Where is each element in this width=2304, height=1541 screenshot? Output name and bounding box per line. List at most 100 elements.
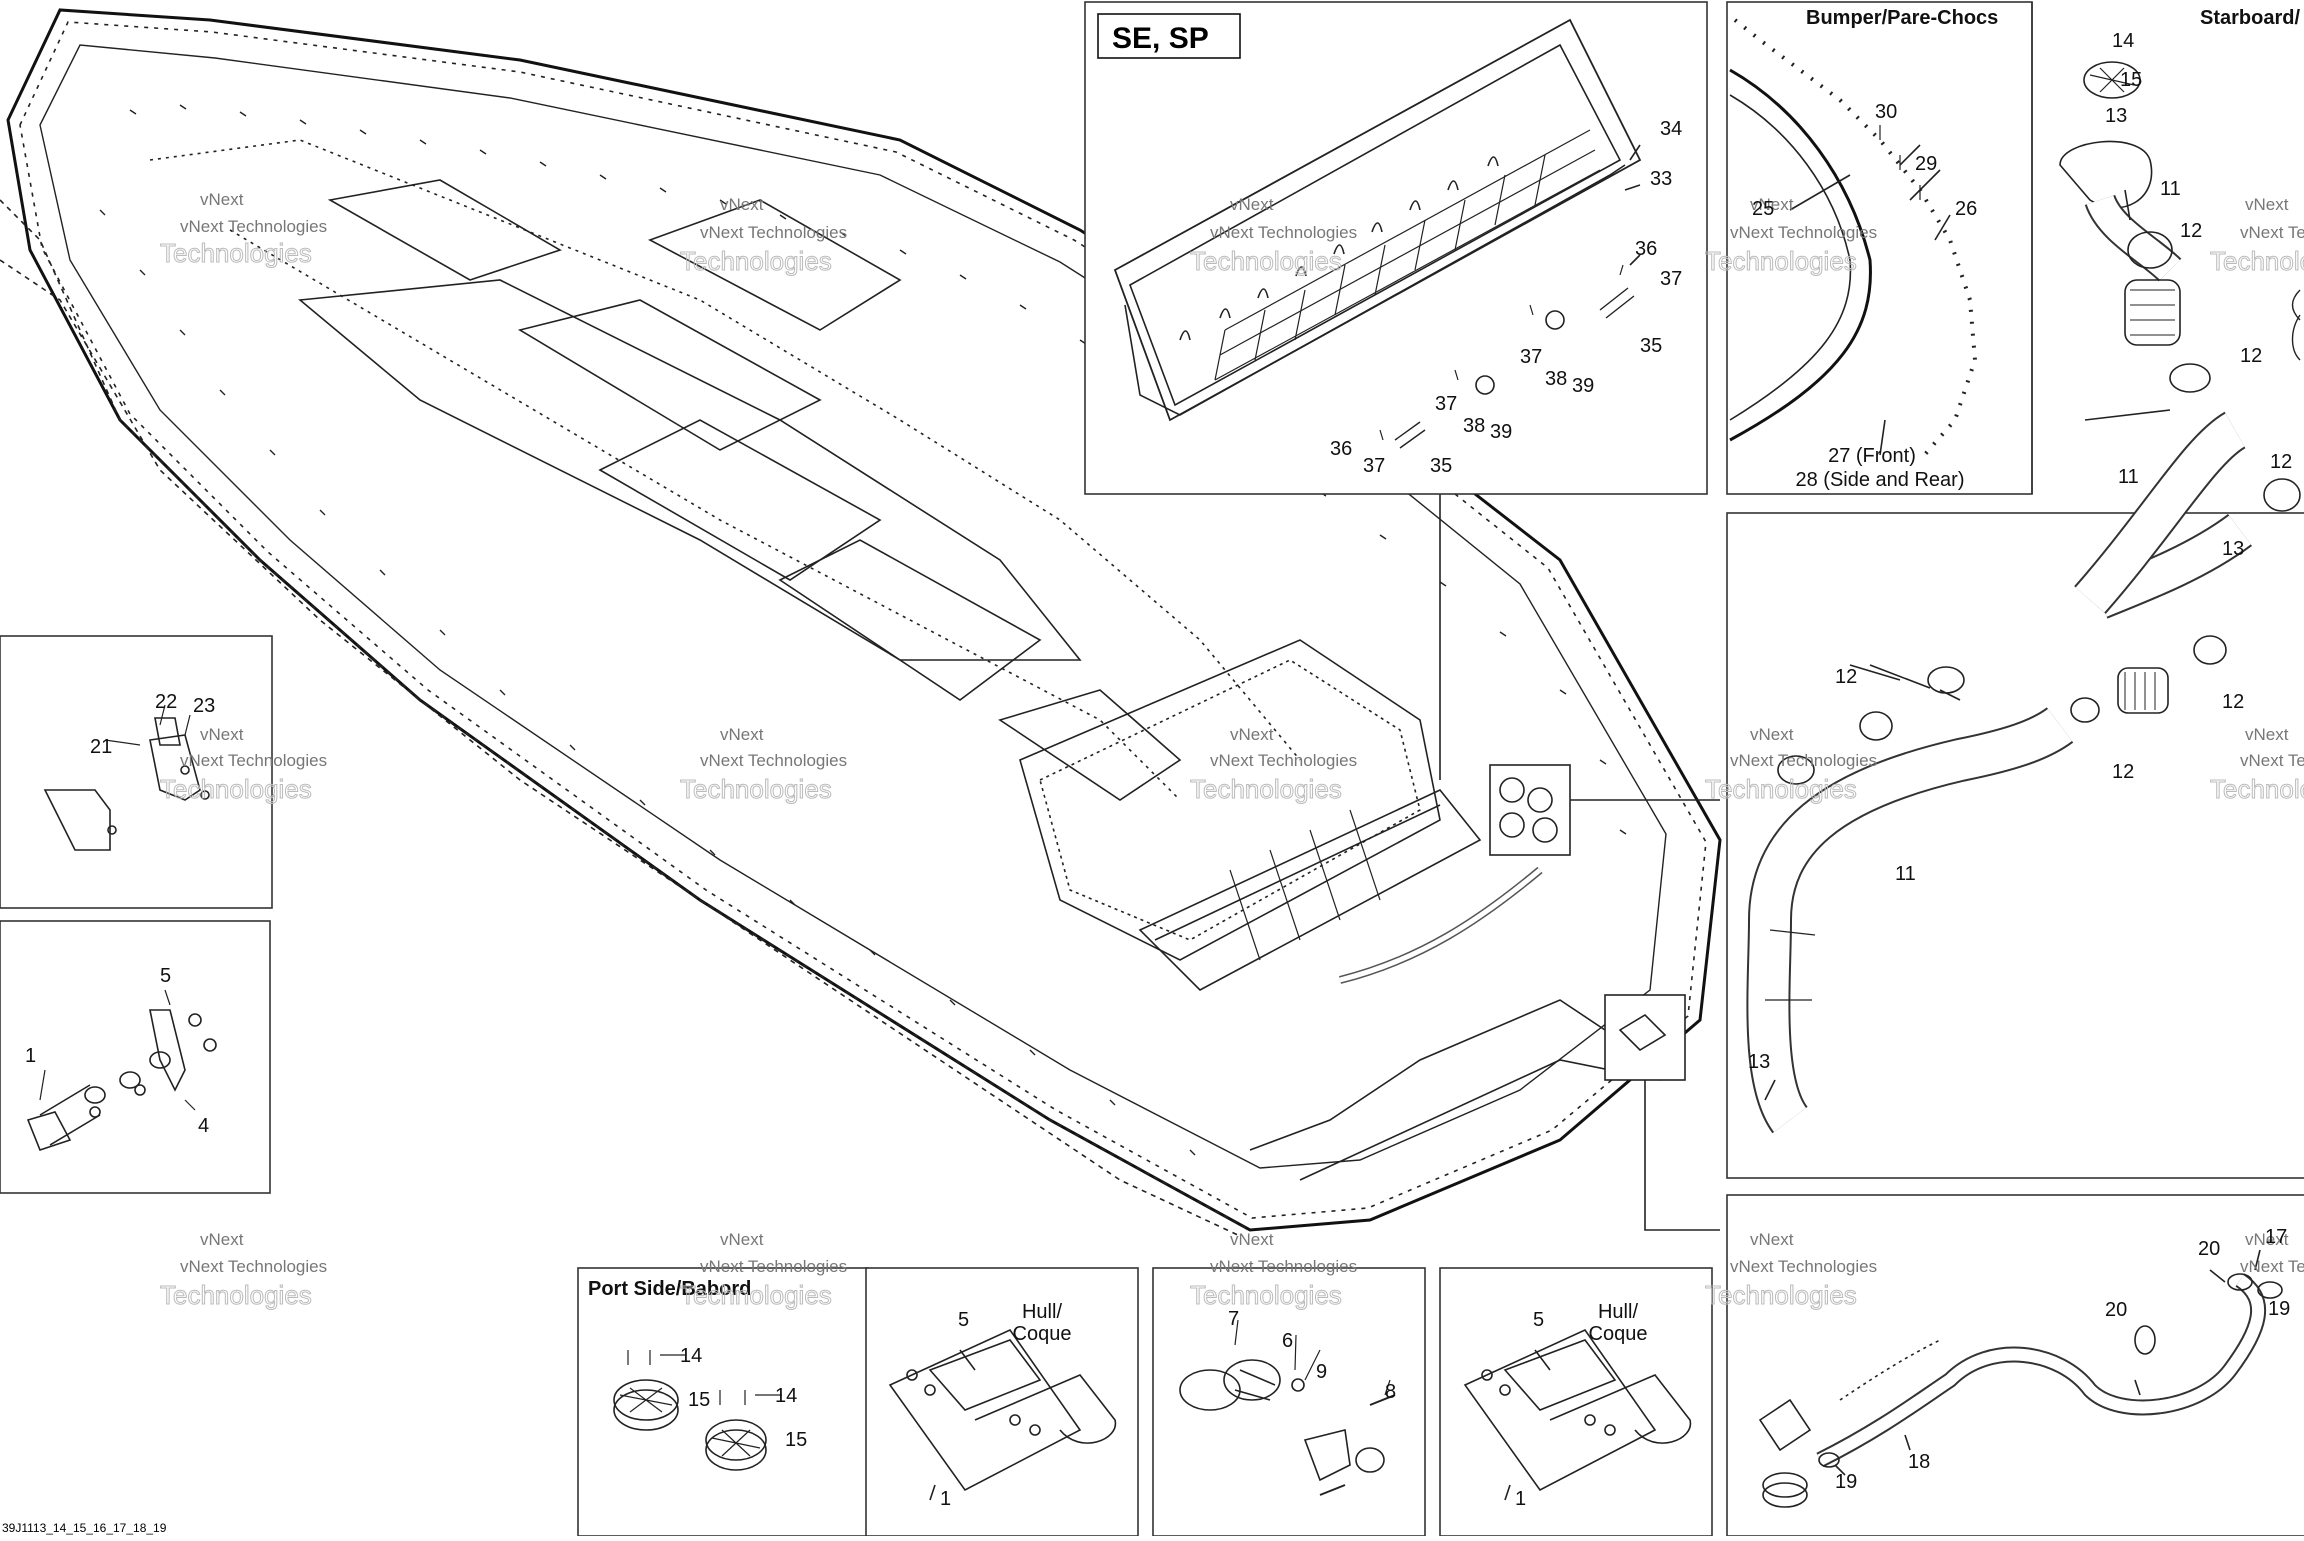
callout-13: 13 (2222, 538, 2244, 560)
callout-35: 35 (1430, 455, 1452, 477)
watermark-text: Technologies (2210, 774, 2304, 804)
watermark-text: vNext (2245, 725, 2289, 744)
watermark-text: vNext Technologies (180, 751, 327, 770)
callout-19: 19 (2268, 1298, 2290, 1320)
callout-17: 17 (2265, 1226, 2287, 1248)
hull-drawing (0, 8, 1722, 1237)
callout-36: 36 (1330, 438, 1352, 460)
callout-5: 5 (1533, 1309, 1544, 1331)
watermark-text: Technologies (680, 1280, 832, 1310)
watermark-text: vNext Technologies (700, 751, 847, 770)
watermark-text: Technologies (2210, 246, 2304, 276)
callout-19: 19 (1835, 1471, 1857, 1493)
callout-12: 12 (2180, 220, 2202, 242)
bumper-note-front: 27 (Front) (1828, 445, 1916, 467)
callout-37: 37 (1435, 393, 1457, 415)
bumper-title: Bumper/Pare-Chocs (1806, 7, 1998, 29)
bracket-panel-upper (0, 635, 273, 909)
watermark-text: vNext (1230, 1230, 1274, 1249)
callout-numbers: 34 33 36 37 35 37 38 39 37 38 39 36 37 3… (25, 30, 2292, 1510)
watermark-text: Technologies (1190, 246, 1342, 276)
watermark-text: vNext (1750, 1230, 1794, 1249)
callout-15: 15 (688, 1389, 710, 1411)
watermark-text: vNext (200, 190, 244, 209)
watermark-text: vNext Technologies (700, 1257, 847, 1276)
callout-8: 8 (1385, 1381, 1396, 1403)
starboard-panel (2031, 2, 2301, 614)
watermark-text: Technologies (1190, 1280, 1342, 1310)
callout-11: 11 (2118, 466, 2139, 488)
watermark-text: vNext Technologies (1210, 1257, 1357, 1276)
watermark-text: Technologies (1705, 246, 1857, 276)
watermark-text: vNext (1230, 195, 1274, 214)
watermark-text: Technologies (160, 238, 312, 268)
callout-33: 33 (1650, 168, 1672, 190)
callout-39: 39 (1490, 421, 1512, 443)
callout-36: 36 (1635, 238, 1657, 260)
watermark-text: Technologies (1190, 774, 1342, 804)
hull-bracket-panel-2 (1439, 1267, 1713, 1537)
port-side-title: Port Side/Babord (588, 1278, 751, 1300)
watermark-text: vNext (1230, 725, 1274, 744)
callout-12: 12 (2112, 761, 2134, 783)
callout-39: 39 (1572, 375, 1594, 397)
callout-37: 37 (1363, 455, 1385, 477)
callout-37: 37 (1520, 346, 1542, 368)
watermark-text: vNext Technologies (2240, 223, 2304, 242)
watermark-text: vNext Technologies (1730, 1257, 1877, 1276)
callout-30: 30 (1875, 101, 1897, 123)
callout-20: 20 (2105, 1299, 2127, 1321)
watermark-text: vNext Technologies (1210, 751, 1357, 770)
callout-6: 6 (1282, 1330, 1293, 1352)
watermark-text: vNext (720, 1230, 764, 1249)
callout-25: 25 (1752, 198, 1774, 220)
watermark-text: Technologies (160, 1280, 312, 1310)
hull-bracket-panel-1 (865, 1267, 1139, 1537)
callout-15: 15 (2120, 69, 2142, 91)
callout-1: 1 (25, 1045, 36, 1067)
hull-note-2-line2: Coque (1589, 1323, 1648, 1345)
callout-18: 18 (1908, 1451, 1930, 1473)
starboard-title: Starboard/ (2200, 7, 2300, 29)
watermark-text: vNext Technologies (2240, 751, 2304, 770)
bumper-note-side: 28 (Side and Rear) (1796, 469, 1965, 491)
callout-34: 34 (1660, 118, 1682, 140)
watermark-text: vNext (200, 725, 244, 744)
watermark-text: vNext Technologies (180, 1257, 327, 1276)
callout-21: 21 (90, 736, 112, 758)
callout-22: 22 (155, 691, 177, 713)
watermark-text: Technologies (1705, 774, 1857, 804)
watermark-text: vNext (1750, 195, 1794, 214)
callout-26: 26 (1955, 198, 1977, 220)
watermark-text: vNext (720, 195, 764, 214)
hull-note-2-line1: Hull/ (1598, 1301, 1638, 1323)
callout-12: 12 (2240, 345, 2262, 367)
watermark-text: vNext Technologies (2240, 1257, 2304, 1276)
callout-12: 12 (2222, 691, 2244, 713)
watermark-text: Technologies (1705, 1280, 1857, 1310)
callout-37: 37 (1660, 268, 1682, 290)
watermark-text: vNext (720, 725, 764, 744)
hull-note-1-line2: Coque (1013, 1323, 1072, 1345)
watermark-text: vNext (2245, 1230, 2289, 1249)
callout-15: 15 (785, 1429, 807, 1451)
callout-20: 20 (2198, 1238, 2220, 1260)
watermark-text: vNext Technologies (1210, 223, 1357, 242)
watermark-text: vNext Technologies (1730, 223, 1877, 242)
hull-note-1-line1: Hull/ (1022, 1301, 1062, 1323)
callout-4: 4 (198, 1115, 209, 1137)
watermark-text: vNext Technologies (1730, 751, 1877, 770)
callout-13: 13 (1748, 1051, 1770, 1073)
callout-5: 5 (958, 1309, 969, 1331)
callout-35: 35 (1640, 335, 1662, 357)
callout-29: 29 (1915, 153, 1937, 175)
callout-14: 14 (680, 1345, 702, 1367)
watermark-text: vNext (2245, 195, 2289, 214)
watermark-text: vNext Technologies (180, 217, 327, 236)
port-side-panel (577, 1267, 869, 1537)
callout-12: 12 (2270, 451, 2292, 473)
callout-11: 11 (2160, 178, 2181, 200)
watermark-text: vNext Technologies (700, 223, 847, 242)
